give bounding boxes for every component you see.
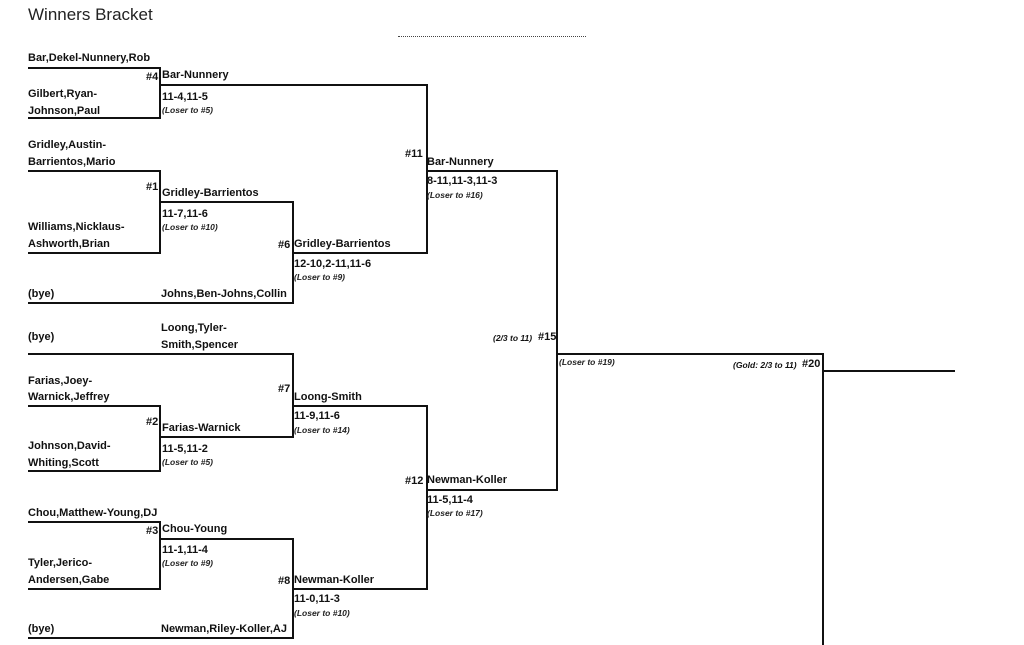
- bye-entry: (bye): [28, 623, 55, 635]
- page-title: Winners Bracket: [28, 5, 153, 24]
- bracket-line: [160, 201, 294, 203]
- bracket-line: [557, 353, 824, 355]
- bracket-line: [159, 170, 161, 254]
- bracket-line: [822, 353, 824, 645]
- match-number: #1: [146, 181, 159, 193]
- winner-name: Gridley-Barrientos: [162, 187, 259, 199]
- winner-name: Chou-Young: [162, 523, 228, 535]
- match-number: #7: [278, 383, 291, 395]
- team-entry: Farias,Joey-: [28, 375, 93, 387]
- match-score: 11-7,11-6: [162, 208, 208, 220]
- team-entry: Ashworth,Brian: [28, 238, 110, 250]
- bracket-line: [28, 521, 160, 523]
- match-score: 8-11,11-3,11-3: [427, 175, 498, 187]
- match-number: #4: [146, 71, 159, 83]
- team-entry: Johns,Ben-Johns,Collin: [161, 288, 287, 300]
- winner-name: Gridley-Barrientos: [294, 238, 391, 250]
- bracket-line: [556, 170, 558, 491]
- team-entry: Bar,Dekel-Nunnery,Rob: [28, 52, 151, 64]
- bracket-line: [293, 252, 428, 254]
- winner-name: Newman-Koller: [294, 574, 375, 586]
- bracket-line: [28, 302, 294, 304]
- match-score: 11-5,11-4: [427, 494, 473, 506]
- loser-note: (Loser to #5): [162, 457, 214, 467]
- winner-name: Farias-Warnick: [162, 422, 241, 434]
- match-score: 11-1,11-4: [162, 544, 208, 556]
- loser-note: (Loser to #9): [294, 272, 346, 282]
- team-entry: Chou,Matthew-Young,DJ: [28, 507, 158, 519]
- match-number: #11: [405, 148, 423, 160]
- dotted-divider: [398, 36, 586, 37]
- bracket-line: [28, 67, 160, 69]
- bracket-line: [159, 521, 161, 590]
- match-number: #6: [278, 239, 291, 251]
- match-number: #12: [405, 475, 424, 487]
- bracket-line: [292, 353, 294, 438]
- match-number: #8: [278, 575, 291, 587]
- loser-note: (Loser to #17): [427, 508, 483, 518]
- bracket-line: [160, 436, 294, 438]
- loser-note: (Loser to #9): [162, 558, 214, 568]
- bye-entry: (bye): [28, 331, 55, 343]
- match-score: 11-4,11-5: [162, 91, 208, 103]
- winner-name: Loong-Smith: [294, 391, 362, 403]
- winner-name: Bar-Nunnery: [427, 156, 494, 168]
- match-score: 11-0,11-3: [294, 593, 340, 605]
- bye-entry: (bye): [28, 288, 55, 300]
- bracket-line: [159, 405, 161, 472]
- bracket-line: [159, 67, 161, 119]
- bracket-line: [823, 370, 955, 372]
- bracket-line: [28, 588, 160, 590]
- team-entry: Loong,Tyler-: [161, 322, 227, 334]
- team-entry: Gridley,Austin-: [28, 139, 107, 151]
- team-entry: Newman,Riley-Koller,AJ: [161, 623, 287, 635]
- bracket-line: [28, 353, 294, 355]
- team-entry: Barrientos,Mario: [28, 156, 116, 168]
- bracket-line: [28, 252, 160, 254]
- match-number: #20: [802, 358, 821, 370]
- team-entry: Warnick,Jeffrey: [28, 391, 110, 403]
- bracket-line: [293, 405, 428, 407]
- bracket-line: [426, 405, 428, 590]
- match-score: 11-9,11-6: [294, 410, 340, 422]
- loser-note: (Loser to #10): [294, 608, 350, 618]
- loser-note: (Loser to #10): [162, 222, 218, 232]
- team-entry: Johnson,Paul: [28, 105, 101, 117]
- match-number: #15: [538, 331, 557, 343]
- team-entry: Tyler,Jerico-: [28, 557, 92, 569]
- loser-note: (Loser to #16): [427, 190, 483, 200]
- bracket-line: [28, 637, 294, 639]
- team-entry: Gilbert,Ryan-: [28, 88, 98, 100]
- bracket-line: [160, 84, 428, 86]
- team-entry: Smith,Spencer: [161, 339, 239, 351]
- match-number: #3: [146, 525, 159, 537]
- bracket-line: [160, 538, 294, 540]
- bracket-line: [293, 588, 428, 590]
- loser-note: (Loser to #19): [559, 357, 615, 367]
- match-number: #2: [146, 416, 159, 428]
- loser-note: (Loser to #14): [294, 425, 350, 435]
- match-format-note: (2/3 to 11): [493, 333, 533, 343]
- match-format-note: (Gold: 2/3 to 11): [733, 360, 797, 370]
- bracket-line: [426, 84, 428, 254]
- team-entry: Andersen,Gabe: [28, 574, 110, 586]
- bracket-line: [427, 489, 558, 491]
- winner-name: Bar-Nunnery: [162, 69, 229, 81]
- team-entry: Whiting,Scott: [28, 457, 99, 469]
- match-score: 11-5,11-2: [162, 443, 208, 455]
- bracket-line: [28, 470, 160, 472]
- bracket-line: [28, 117, 160, 119]
- bracket-line: [28, 405, 160, 407]
- team-entry: Williams,Nicklaus-: [28, 221, 125, 233]
- match-score: 12-10,2-11,11-6: [294, 258, 372, 270]
- loser-note: (Loser to #5): [162, 105, 214, 115]
- winner-name: Newman-Koller: [427, 474, 508, 486]
- team-entry: Johnson,David-: [28, 440, 111, 452]
- bracket-line: [427, 170, 558, 172]
- bracket-line: [28, 170, 160, 172]
